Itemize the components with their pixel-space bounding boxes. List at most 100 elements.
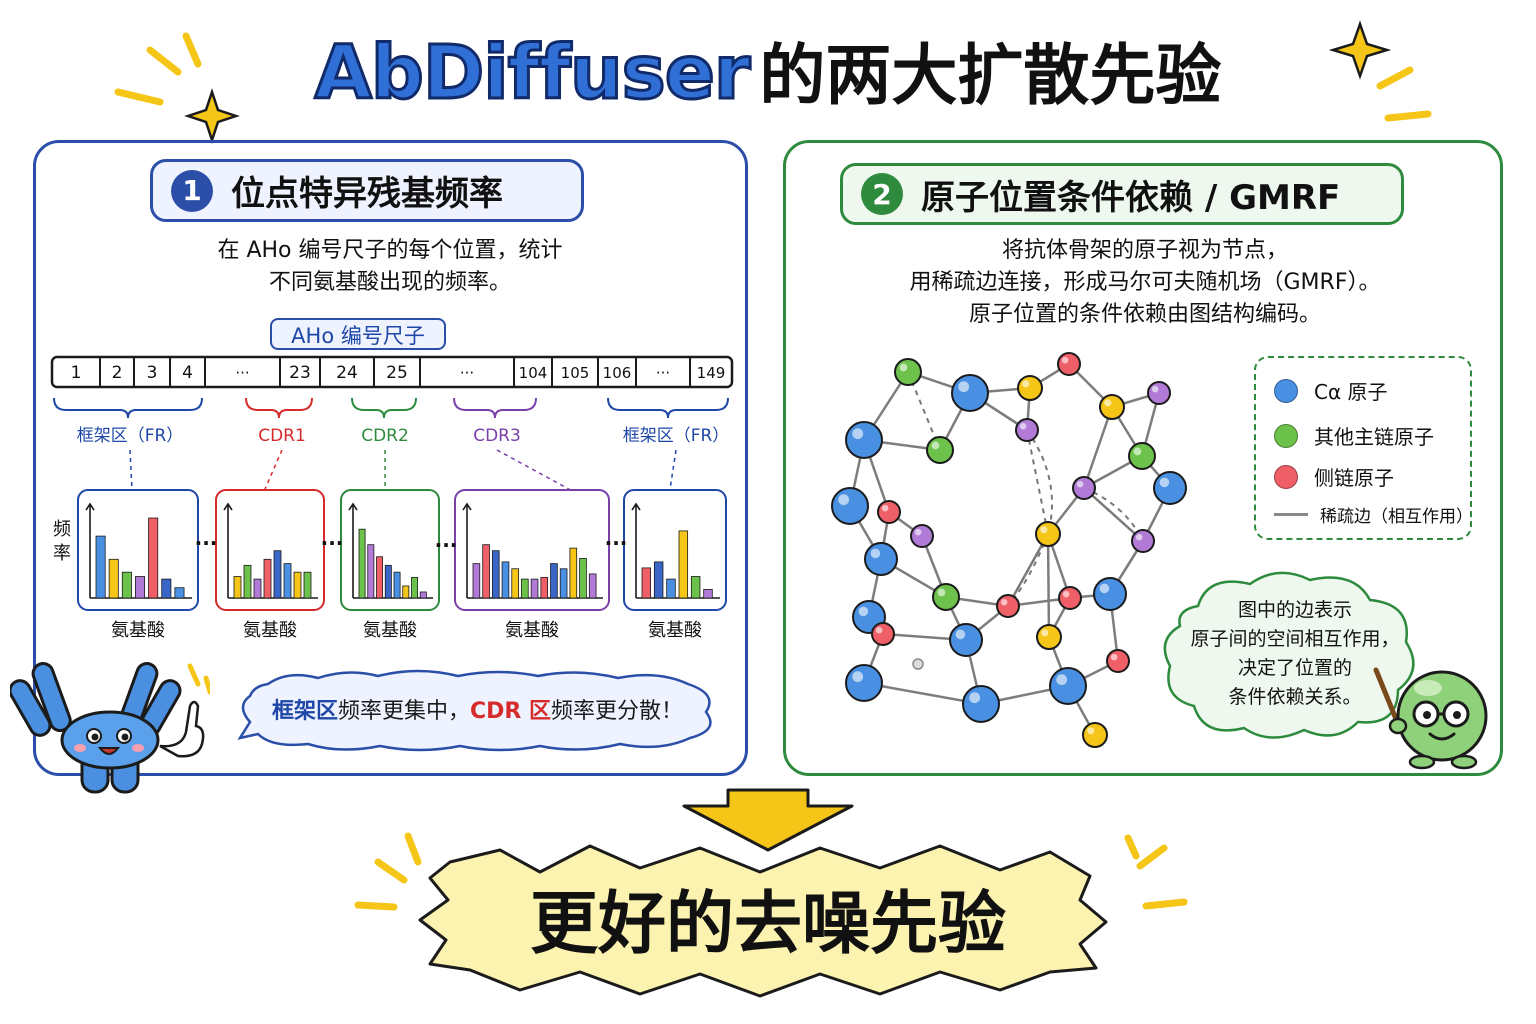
histogram-bar — [303, 571, 312, 599]
histogram-bar — [666, 578, 676, 599]
speech-text: 框架区 频率更集中，CDR 区频率更分散！ — [240, 680, 715, 738]
speech-fr: 框架区 — [271, 699, 338, 724]
region-brace — [351, 397, 417, 419]
histogram-bar — [253, 578, 262, 599]
title-chinese: 的两大扩散先验 — [759, 37, 1222, 114]
right-heading-text: 原子位置条件依赖 / GMRF — [921, 177, 1341, 218]
region-brace — [453, 397, 537, 419]
histogram-ellipsis: ··· — [435, 533, 458, 557]
graph-node — [864, 542, 898, 576]
histogram-bar — [121, 571, 132, 599]
histogram-bar — [384, 564, 392, 599]
legend-item-ca: Cα 原子 — [1274, 376, 1388, 405]
antibody-mascot-icon — [10, 662, 210, 794]
histogram-bar — [411, 576, 419, 599]
histogram-bar — [358, 528, 366, 599]
speech-mid: 频率更集中， — [337, 699, 470, 724]
histogram-y-arrow — [348, 502, 358, 511]
region-label: 框架区（FR） — [623, 426, 730, 446]
legend-label-sidechain: 侧链原子 — [1314, 466, 1394, 490]
legend-dot-blue — [1274, 378, 1298, 403]
graph-node — [1072, 476, 1096, 500]
graph-node-highlight — [1110, 653, 1118, 661]
region-brace — [245, 397, 313, 419]
speech-cdr: CDR 区 — [470, 699, 552, 724]
histogram-bar — [690, 576, 701, 599]
graph-node — [949, 623, 983, 657]
histogram-bar — [367, 544, 375, 599]
x-axis-label: 氨基酸 — [648, 620, 702, 641]
graph-node-highlight — [958, 381, 970, 393]
graph-note: 图中的边表示 原子间的空间相互作用， 决定了位置的 条件依赖关系。 — [1170, 596, 1420, 712]
legend-edge-line — [1274, 513, 1308, 516]
ruler-frame — [50, 355, 734, 389]
graph-dashed-edge — [1083, 487, 1144, 542]
graph-node-highlight — [899, 363, 908, 372]
left-heading-text: 位点特异残基频率 — [231, 174, 503, 214]
histogram-bar — [263, 558, 272, 599]
number-badge-2: 2 — [861, 173, 903, 215]
region-brace — [607, 397, 729, 419]
histogram-bar — [243, 564, 252, 599]
right-description-line-1: 将抗体骨架的原子视为节点， — [1001, 238, 1288, 263]
thought-cloud — [1163, 571, 1415, 739]
ruler-cell-label: 106 — [603, 364, 632, 382]
histogram-bar — [491, 550, 500, 599]
number-badge-1: 1 — [171, 169, 213, 212]
graph-edge — [1046, 533, 1051, 638]
graph-node — [951, 374, 989, 412]
graph-dashed-edge — [1026, 429, 1049, 535]
histogram-bar — [579, 558, 587, 599]
ruler-cell-label: 1 — [71, 363, 82, 383]
histogram-bar — [588, 573, 597, 599]
graph-dashed-edge — [907, 371, 941, 451]
graph-node — [1147, 381, 1171, 405]
graph-node — [1153, 471, 1187, 505]
graph-node-highlight — [937, 588, 946, 597]
graph-node — [1128, 442, 1156, 470]
graph-node — [1015, 418, 1039, 442]
graph-node — [871, 622, 895, 646]
left-panel — [33, 140, 748, 776]
graph-node — [1058, 586, 1082, 610]
histogram-bar — [678, 530, 689, 599]
graph-node — [845, 664, 883, 702]
title-abdiffuser: AbDiffuser — [313, 29, 752, 118]
ruler-cell-label: 25 — [386, 363, 408, 383]
histogram-y-arrow — [85, 502, 95, 511]
histogram-bar — [540, 576, 549, 599]
graph-node — [1093, 577, 1127, 611]
graph-node-highlight — [1022, 380, 1030, 388]
histogram-bar — [95, 535, 106, 599]
histogram-bar — [402, 585, 410, 599]
ruler-cell-label: ··· — [656, 364, 670, 382]
ruler-cell-label: 3 — [147, 363, 158, 383]
graph-node-highlight — [852, 428, 864, 440]
graph-node-highlight — [881, 504, 889, 512]
left-panel-heading: 1 位点特异残基频率 — [150, 159, 584, 222]
ruler-cell-label: 2 — [112, 363, 123, 383]
histogram-bar — [283, 563, 292, 599]
histogram-bar — [569, 547, 578, 599]
legend-label-ca: Cα 原子 — [1314, 380, 1388, 404]
graph-node — [962, 685, 1000, 723]
graph-node — [831, 487, 869, 525]
graph-node — [1049, 667, 1087, 705]
graph-node — [1036, 624, 1062, 650]
y-axis-label: 频率 — [53, 519, 71, 564]
speech-end: 频率更分散！ — [551, 699, 684, 724]
graph-node-highlight — [1104, 399, 1112, 407]
graph-node — [1106, 649, 1130, 673]
graph-node-highlight — [1087, 727, 1095, 735]
ruler-cell-label: 23 — [289, 363, 311, 383]
graph-node-highlight — [1151, 385, 1159, 393]
legend-dot-red — [1274, 464, 1298, 489]
histogram-bar — [273, 550, 282, 599]
region-label: 框架区（FR） — [77, 426, 184, 446]
graph-dashed-edge — [1026, 429, 1053, 535]
graph-node-highlight — [1099, 583, 1110, 594]
histogram-y-arrow — [462, 502, 472, 511]
